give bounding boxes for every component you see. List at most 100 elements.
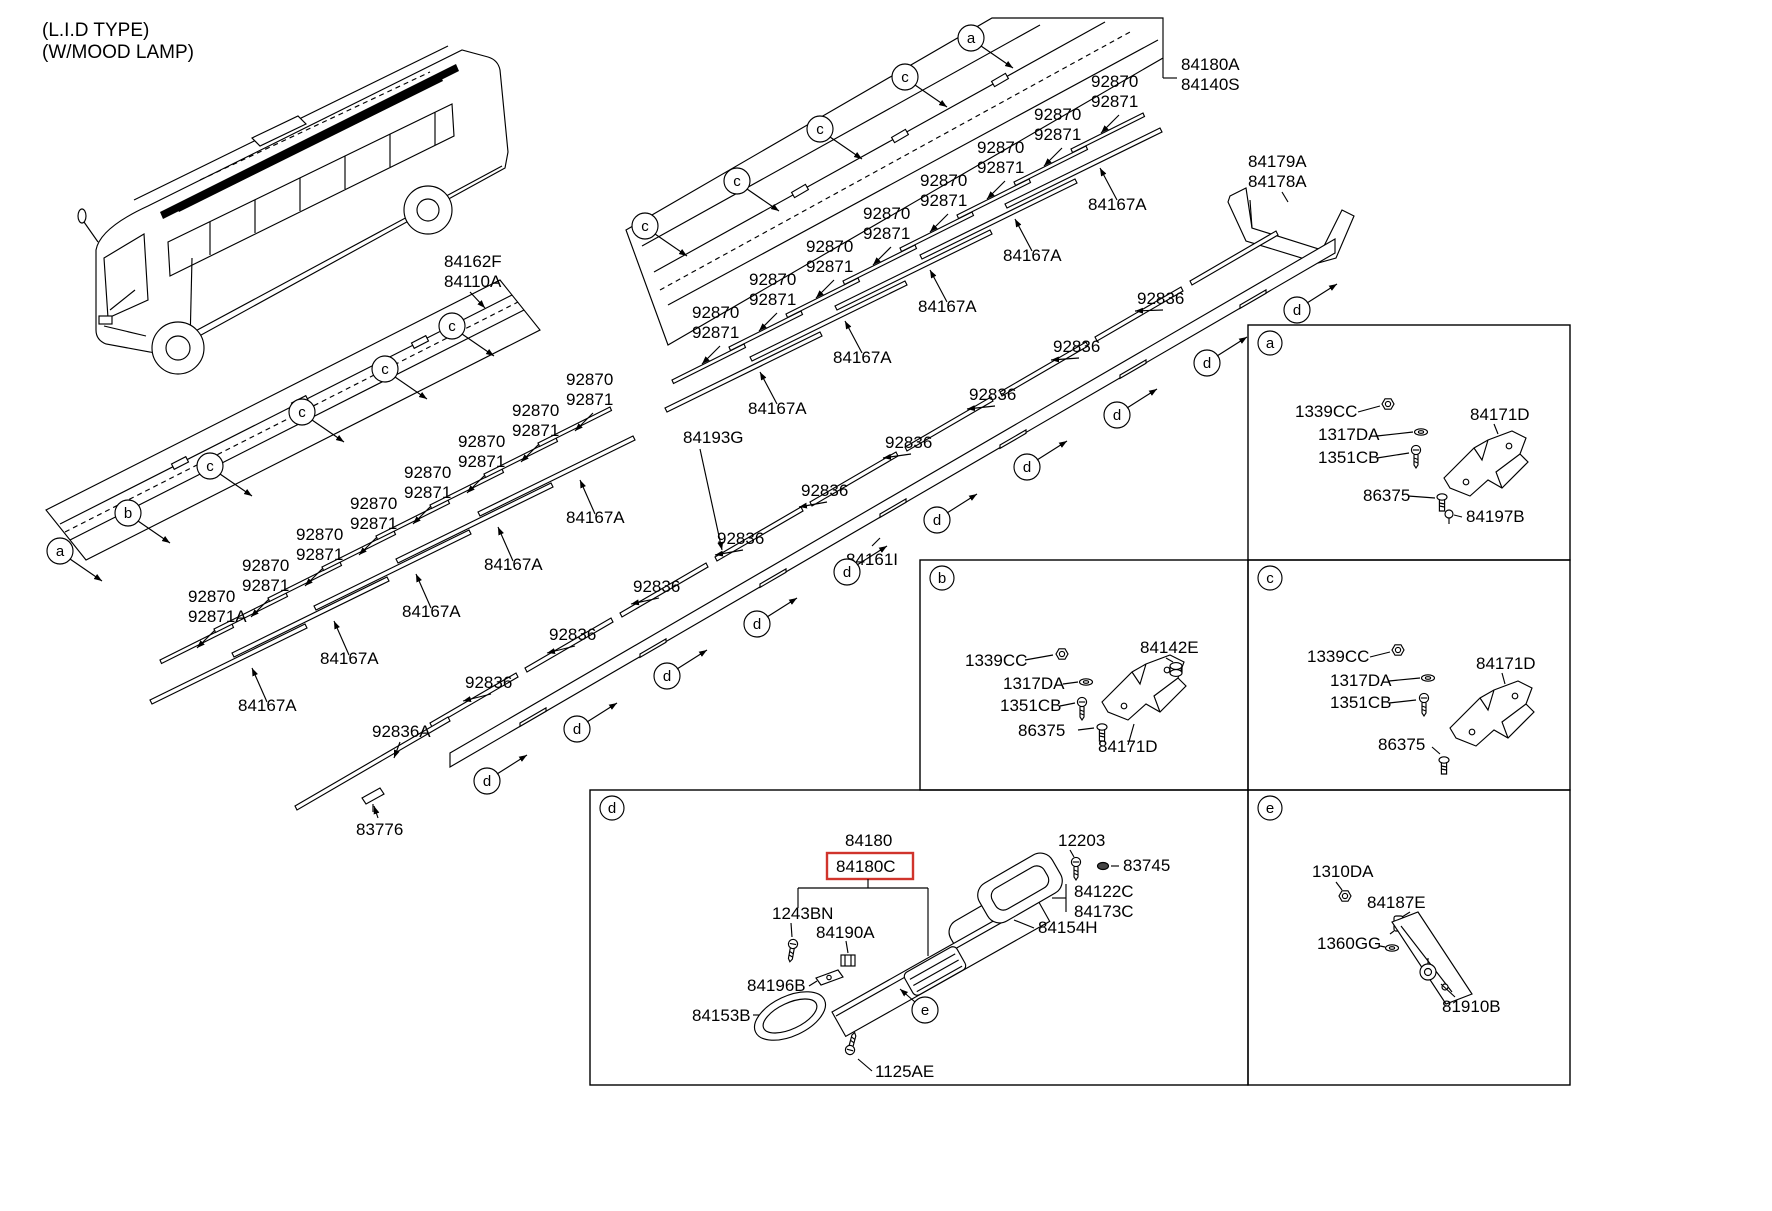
part-label-84167A: 84167A (1003, 246, 1062, 265)
callout-d: d (1283, 296, 1311, 324)
part-label-83745: 83745 (1123, 856, 1170, 875)
part-label-1339CC: 1339CC (965, 651, 1027, 670)
highlighted-part-box[interactable] (825, 851, 915, 881)
svg-text:c: c (816, 121, 824, 138)
part-label-92871: 92871 (977, 158, 1024, 177)
svg-text:c: c (733, 173, 741, 190)
callout-c: c (196, 452, 224, 480)
svg-text:d: d (843, 564, 851, 581)
part-label-92871: 92871 (350, 514, 397, 533)
screw-icon (1076, 696, 1088, 721)
part-label-1351CB: 1351CB (1000, 696, 1061, 715)
callout-d: d (653, 662, 681, 690)
part-label-92871: 92871 (242, 576, 289, 595)
svg-text:d: d (1203, 355, 1211, 372)
part-label-84171D: 84171D (1476, 654, 1536, 673)
washer-1360GG (1384, 944, 1400, 952)
grommet-83745 (1096, 861, 1110, 871)
mood-lamp-note: (W/MOOD LAMP) (42, 42, 194, 63)
part-label-84190A: 84190A (816, 923, 875, 942)
svg-text:d: d (753, 616, 761, 633)
part-label-1360GG: 1360GG (1317, 934, 1381, 953)
part-label-84171D: 84171D (1470, 405, 1530, 424)
part-label-92870: 92870 (1034, 105, 1081, 124)
part-label-1351CB: 1351CB (1330, 693, 1391, 712)
part-label-1339CC: 1339CC (1295, 402, 1357, 421)
part-label-86375: 86375 (1363, 486, 1410, 505)
callout-d: d (1193, 349, 1221, 377)
callout-b: b (929, 565, 955, 591)
screw-icon (1410, 444, 1422, 469)
svg-text:e: e (1266, 800, 1274, 817)
part-label-84180C[interactable]: 84180C (836, 857, 896, 876)
detail-box-d: d 84180 84180C e 12203 83745 84122C 8417… (589, 789, 1249, 1086)
part-label-84171D: 84171D (1098, 737, 1158, 756)
part-label-84122C: 84122C (1074, 882, 1134, 901)
part-label-92836: 92836 (969, 385, 1016, 404)
part-label-92836: 92836 (465, 673, 512, 692)
part-label-92870: 92870 (863, 204, 910, 223)
callout-d: d (599, 795, 625, 821)
nut-icon (1381, 398, 1395, 410)
svg-text:a: a (1266, 335, 1275, 352)
callout-d: d (833, 558, 861, 586)
part-label-92836: 92836 (801, 481, 848, 500)
part-label-92870: 92870 (404, 463, 451, 482)
part-label-84173C: 84173C (1074, 902, 1134, 921)
callout-a: a (1257, 330, 1283, 356)
callout-d: d (473, 767, 501, 795)
svg-text:d: d (483, 773, 491, 790)
part-label-92836A: 92836A (372, 722, 431, 741)
part-label-92871: 92871 (296, 545, 343, 564)
part-label-92871: 92871 (458, 452, 505, 471)
svg-text:c: c (1266, 570, 1274, 587)
callout-c: c (1257, 565, 1283, 591)
part-label-84167A: 84167A (748, 399, 807, 418)
center-rail-assembly: 92836A 92836 92836 92836 92836 92836 928… (294, 230, 1338, 839)
part-label-1243BN: 1243BN (772, 904, 833, 923)
part-label-1125AE: 1125AE (875, 1062, 934, 1081)
callout-d: d (1103, 401, 1131, 429)
callout-c: c (371, 355, 399, 383)
left-moulding-strips: 92870 92871A 92870 92871 92870 92871 928… (159, 370, 613, 665)
bus-illustration (77, 45, 509, 375)
washer-icon (1420, 674, 1436, 682)
svg-text:b: b (124, 505, 132, 522)
part-label-84197B: 84197B (1466, 507, 1525, 526)
part-label-92836: 92836 (1137, 289, 1184, 308)
callout-d: d (923, 506, 951, 534)
detail-box-e: e 1310DA 84187E 1360GG 81910B (1247, 789, 1571, 1086)
part-label-92870: 92870 (350, 494, 397, 513)
moulding-84180C (831, 896, 1051, 1038)
part-label-84187E: 84187E (1367, 893, 1426, 912)
part-label-92870: 92870 (692, 303, 739, 322)
top-84167A-strips: 84167A 84167A 84167A 84167A 84167A (664, 127, 1163, 418)
callout-c: c (723, 167, 751, 195)
part-label-84167A: 84167A (566, 508, 625, 527)
part-label-84178A: 84178A (1248, 172, 1307, 191)
nut-icon (1055, 648, 1069, 660)
part-label-92836: 92836 (633, 577, 680, 596)
callout-a: a (957, 24, 985, 52)
clip-84190A (840, 954, 856, 967)
part-label-92836: 92836 (549, 625, 596, 644)
svg-text:a: a (56, 543, 65, 560)
part-label-84167A: 84167A (320, 649, 379, 668)
washer-icon (1413, 428, 1429, 436)
svg-text:d: d (663, 668, 671, 685)
part-label-81910B: 81910B (1442, 997, 1501, 1016)
bolt-icon (1436, 493, 1448, 512)
part-label-92870: 92870 (920, 171, 967, 190)
part-label-92836: 92836 (1053, 337, 1100, 356)
part-label-92836: 92836 (717, 529, 764, 548)
callout-e: e (1257, 795, 1283, 821)
part-label-83776: 83776 (356, 820, 403, 839)
part-label-92871: 92871 (692, 323, 739, 342)
screw-icon (1418, 692, 1430, 717)
part-label-92871: 92871 (1034, 125, 1081, 144)
part-label-92870: 92870 (566, 370, 613, 389)
part-label-84167A: 84167A (1088, 195, 1147, 214)
svg-text:d: d (1113, 407, 1121, 424)
lock-81910B (1419, 958, 1449, 991)
